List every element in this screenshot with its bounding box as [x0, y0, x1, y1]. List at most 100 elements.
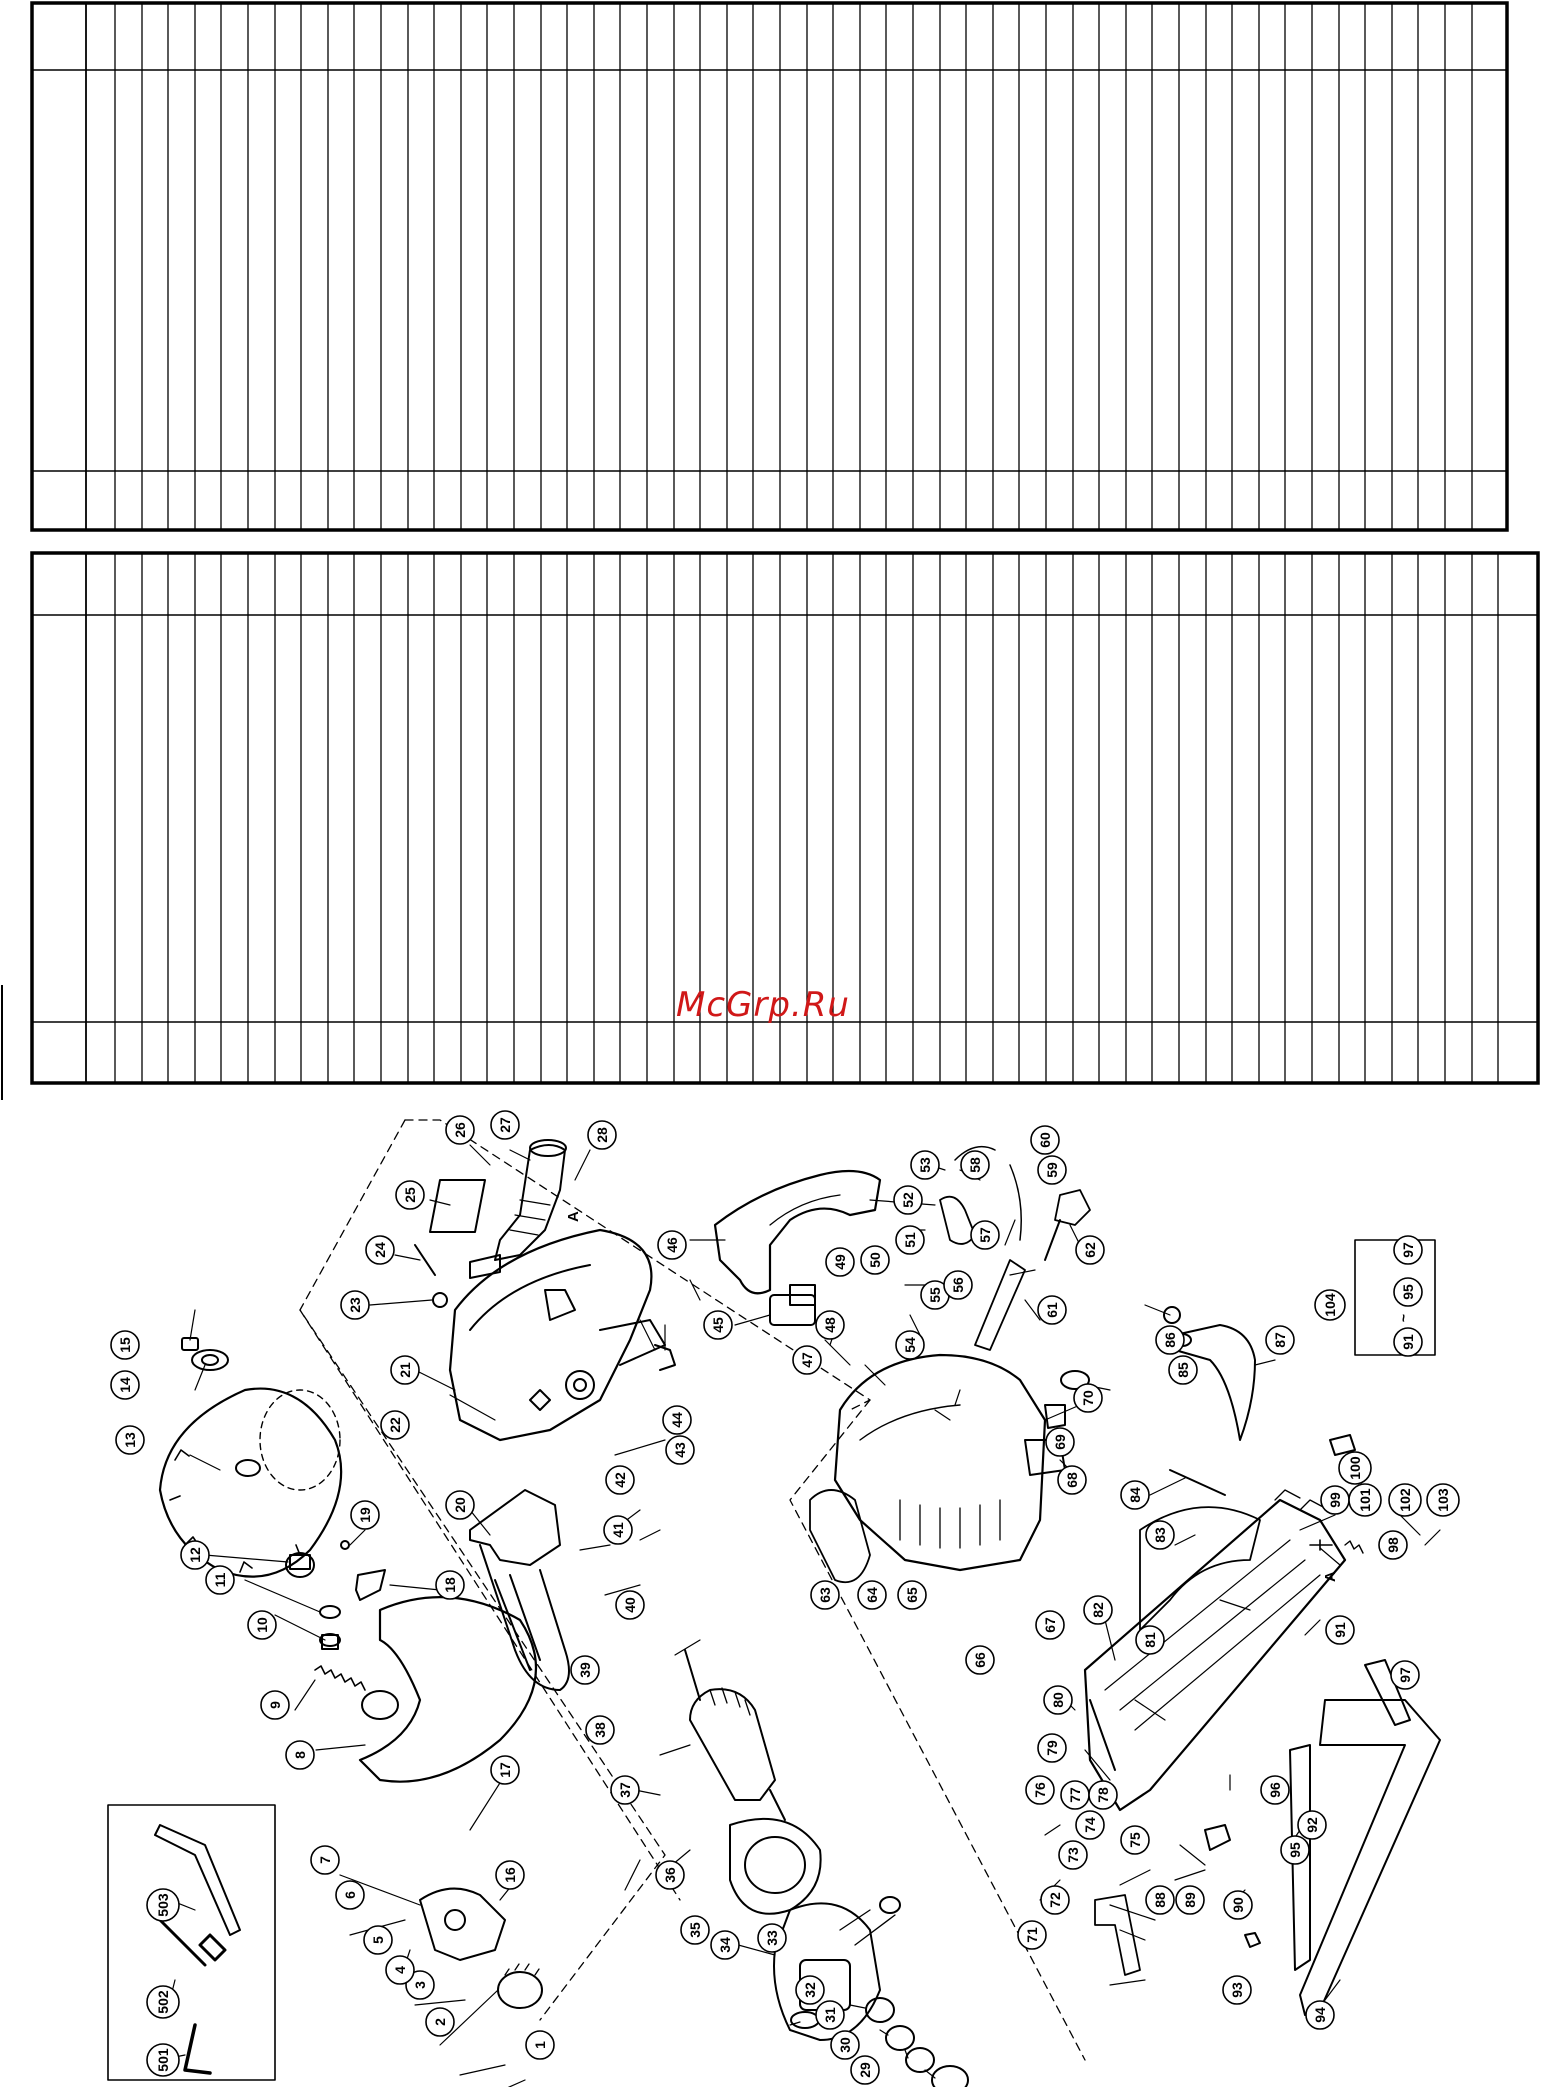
- callout-part-5: 5: [363, 1925, 393, 1955]
- callout-part-503: 503: [146, 1888, 180, 1922]
- callout-part-66: 66: [965, 1645, 995, 1675]
- box-wrench: [158, 1918, 227, 1967]
- callout-label: 47: [799, 1352, 815, 1368]
- callout-label: 34: [717, 1937, 733, 1953]
- callout-label: 20: [452, 1497, 468, 1513]
- callout-part-10: 10: [247, 1610, 277, 1640]
- callout-label: 57: [977, 1227, 993, 1243]
- callout-label: 49: [832, 1254, 848, 1270]
- ball-bearing: [865, 1997, 895, 2023]
- callout-label: 46: [664, 1237, 680, 1253]
- watermark-text: McGrp.Ru: [676, 985, 850, 1025]
- handle-grip: [479, 1544, 570, 1691]
- callout-part-102: 102: [1388, 1483, 1422, 1517]
- callout-part-72: 72: [1040, 1885, 1070, 1915]
- callout-label: 64: [864, 1587, 880, 1603]
- callout-label: 40: [622, 1597, 638, 1613]
- table-border: [30, 1, 1509, 532]
- callout-label: 62: [1082, 1242, 1098, 1258]
- callout-part-4: 4: [385, 1955, 415, 1985]
- callout-part-45: 45: [703, 1310, 733, 1340]
- callout-part-49: 49: [825, 1247, 855, 1277]
- callout-part-78: 78: [1088, 1780, 1118, 1810]
- callout-label: 16: [502, 1867, 518, 1883]
- callout-part-58: 58: [960, 1150, 990, 1180]
- callout-label: 2: [432, 2018, 448, 2026]
- nameplate: [809, 1489, 871, 1584]
- callout-label: 71: [1024, 1927, 1040, 1943]
- callout-part-65: 65: [897, 1580, 927, 1610]
- outer-washer: [191, 1349, 229, 1371]
- svg-text:104: 104: [1322, 1293, 1338, 1317]
- callout-part-25: 25: [395, 1180, 425, 1210]
- callout-label: 87: [1272, 1332, 1288, 1348]
- callout-label: 100: [1347, 1456, 1363, 1480]
- callout-part-57: 57: [970, 1220, 1000, 1250]
- callout-label: 94: [1312, 2007, 1328, 2023]
- svg-text:95: 95: [1400, 1284, 1416, 1300]
- callout-part-84: 84: [1120, 1480, 1150, 1510]
- callout-label: 63: [817, 1587, 833, 1603]
- callout-label: 21: [397, 1362, 413, 1378]
- callout-part-86: 86: [1155, 1325, 1185, 1355]
- callout-label: 8: [292, 1751, 308, 1759]
- upper-parts-table: [30, 1, 1509, 532]
- callout-part-52: 52: [893, 1185, 923, 1215]
- callout-part-76: 76: [1025, 1775, 1055, 1805]
- saw-cover: [448, 1228, 676, 1442]
- callout-part-54: 54: [895, 1330, 925, 1360]
- callout-label: 27: [497, 1117, 513, 1133]
- callout-part-36: 36: [655, 1860, 685, 1890]
- callout-label: 33: [764, 1930, 780, 1946]
- noise-suppressor: [939, 1195, 976, 1245]
- callout-part-81: 81: [1135, 1625, 1165, 1655]
- callout-part-94: 94: [1305, 2000, 1335, 2030]
- warning-label: [429, 1179, 486, 1233]
- callout-label: 10: [254, 1617, 270, 1633]
- callout-label: 75: [1127, 1832, 1143, 1848]
- callout-part-92: 92: [1297, 1810, 1327, 1840]
- callout-part-19: 19: [350, 1500, 380, 1530]
- callout-label: 11: [212, 1572, 228, 1587]
- callout-part-89: 89: [1175, 1885, 1205, 1915]
- svg-text:~: ~: [1395, 1314, 1411, 1322]
- callout-label: 28: [594, 1127, 610, 1143]
- callout-part-40: 40: [615, 1590, 645, 1620]
- callout-label: 1: [532, 2041, 548, 2049]
- inner-collar: [285, 1552, 315, 1578]
- callout-part-74: 74: [1075, 1810, 1105, 1840]
- callout-label: 92: [1304, 1817, 1320, 1833]
- callout-part-70: 70: [1073, 1383, 1103, 1413]
- callout-label: 80: [1050, 1692, 1066, 1708]
- callout-label: 86: [1162, 1332, 1178, 1348]
- section-marker-a: A: [565, 1211, 582, 1222]
- lower-parts-table: [30, 551, 1540, 1085]
- callout-label: 36: [662, 1867, 678, 1883]
- callout-label: 65: [904, 1587, 920, 1603]
- callout-label: 39: [577, 1662, 593, 1678]
- callout-part-87: 87: [1265, 1325, 1295, 1355]
- callout-label: 101: [1357, 1488, 1373, 1512]
- callout-label: 59: [1044, 1162, 1060, 1178]
- callout-part-56: 56: [943, 1270, 973, 1300]
- callout-part-82: 82: [1083, 1595, 1113, 1625]
- callout-label: 37: [617, 1782, 633, 1798]
- callout-label: 42: [612, 1472, 628, 1488]
- callout-part-41: 41: [603, 1515, 633, 1545]
- callout-part-34: 34: [710, 1930, 740, 1960]
- callout-part-51: 51: [895, 1225, 925, 1255]
- callout-label: 501: [155, 2048, 171, 2072]
- cord-armor: [974, 1259, 1026, 1351]
- callout-label: 99: [1327, 1492, 1343, 1508]
- callout-part-13: 13: [115, 1425, 145, 1455]
- callout-label: 95: [1287, 1842, 1303, 1858]
- stator: [773, 1902, 881, 2041]
- bevel-lever: [1094, 1894, 1141, 1976]
- callout-part-68: 68: [1057, 1465, 1087, 1495]
- callout-label: 97: [1397, 1667, 1413, 1683]
- callout-label: 6: [342, 1891, 358, 1899]
- callout-part-39: 39: [570, 1655, 600, 1685]
- callout-part-100: 100: [1338, 1451, 1372, 1485]
- callout-part-71: 71: [1017, 1920, 1047, 1950]
